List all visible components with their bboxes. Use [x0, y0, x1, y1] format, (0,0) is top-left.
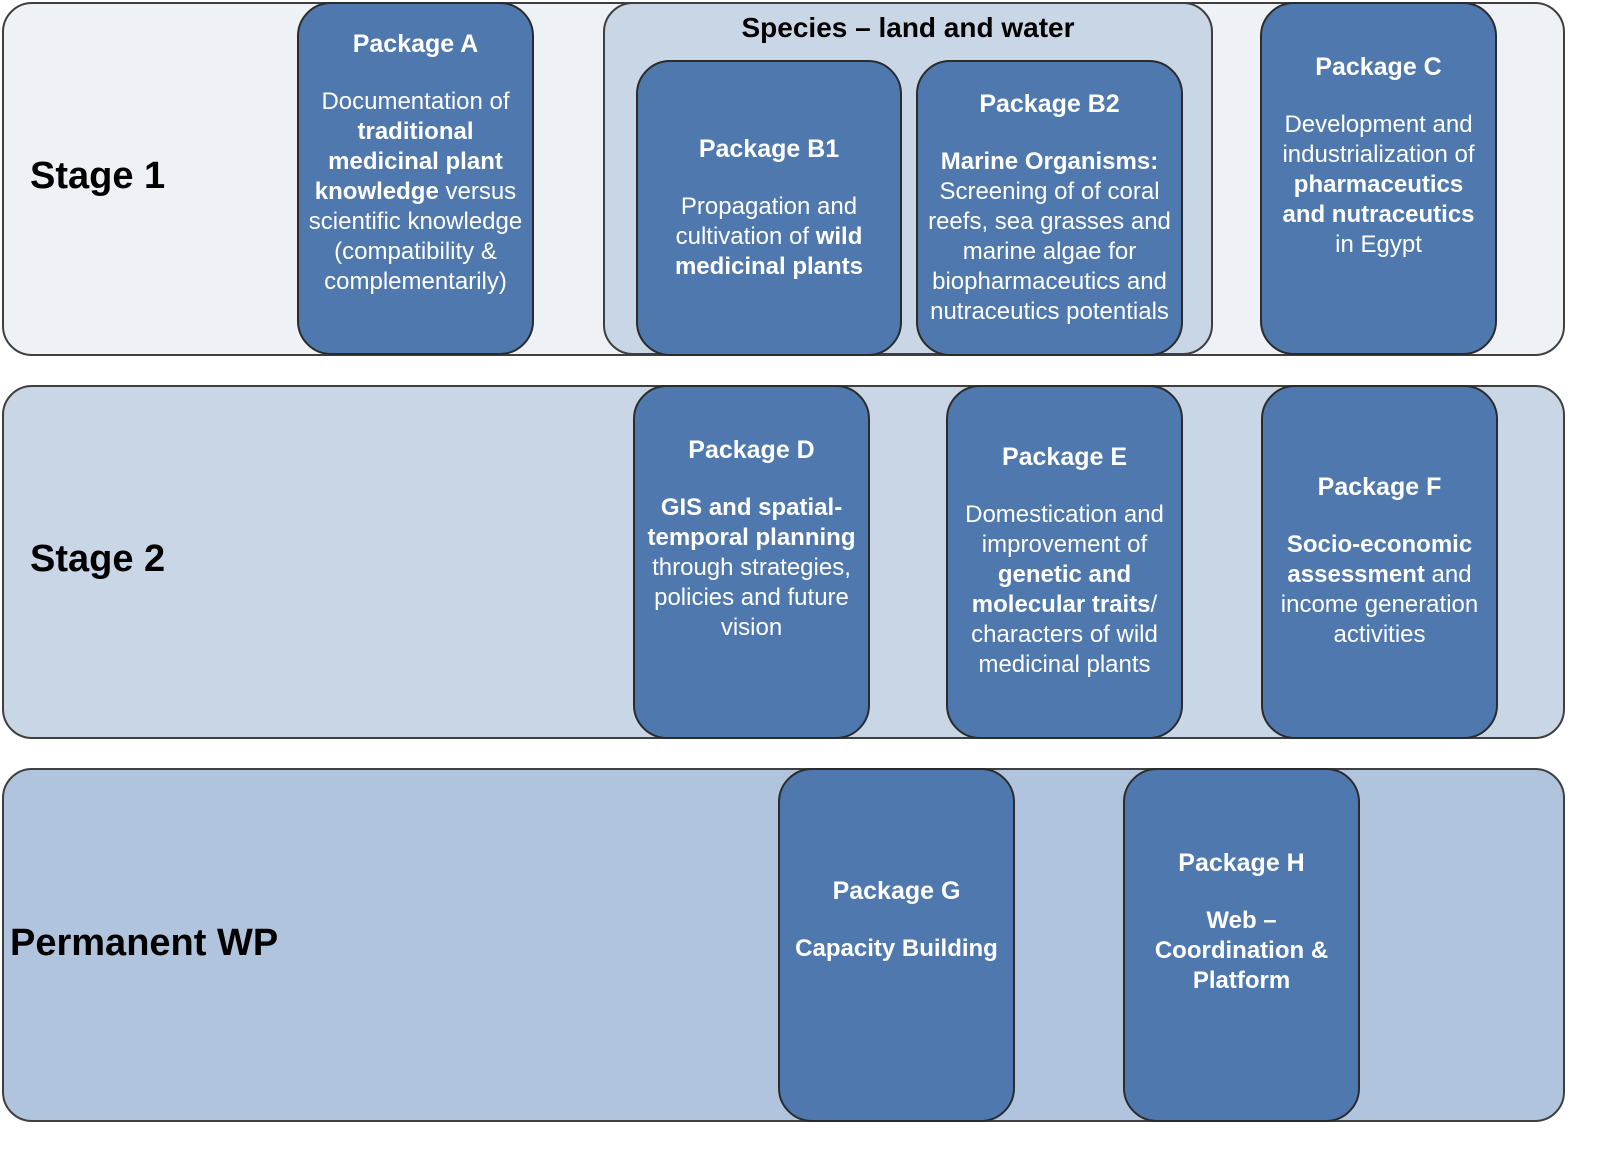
package-h-description: Web – Coordination & Platform — [1154, 907, 1329, 994]
package-g-description: Capacity Building — [795, 935, 998, 962]
package-d: Package D GIS and spatial-temporal plann… — [633, 385, 870, 739]
package-b2: Package B2 Marine Organisms: Screening o… — [916, 60, 1183, 356]
package-a: Package A Documentation of traditional m… — [297, 2, 534, 355]
package-f-title: Package F — [1317, 473, 1442, 501]
package-f-description: Socio-economic assessment and income gen… — [1280, 531, 1479, 648]
package-b2-description: Marine Organisms: Screening of of coral … — [928, 148, 1171, 325]
package-b1: Package B1 Propagation and cultivation o… — [636, 60, 902, 356]
package-h: Package H Web – Coordination & Platform — [1123, 768, 1360, 1122]
species-group-title: Species – land and water — [741, 12, 1075, 43]
package-d-description: GIS and spatial-temporal planning throug… — [647, 494, 856, 641]
package-g-title: Package G — [832, 877, 961, 905]
package-a-title: Package A — [352, 30, 479, 58]
package-h-title: Package H — [1178, 849, 1305, 877]
package-e: Package E Domestication and improvement … — [946, 385, 1183, 739]
package-g: Package G Capacity Building — [778, 768, 1015, 1122]
stage-1-label: Stage 1 — [30, 155, 166, 197]
package-b2-title: Package B2 — [979, 90, 1120, 118]
package-c-title: Package C — [1315, 53, 1442, 81]
package-e-description: Domestication and improvement of genetic… — [965, 501, 1164, 678]
package-c: Package C Development and industrializat… — [1260, 2, 1497, 355]
package-a-description: Documentation of traditional medicinal p… — [308, 88, 523, 295]
package-e-title: Package E — [1001, 443, 1128, 471]
package-b1-description: Propagation and cultivation of wild medi… — [674, 193, 864, 280]
permanent-wp-label: Permanent WP — [10, 922, 279, 964]
stage-2-label: Stage 2 — [30, 538, 166, 580]
package-d-title: Package D — [688, 436, 815, 464]
package-f: Package F Socio-economic assessment and … — [1261, 385, 1498, 739]
package-b1-title: Package B1 — [698, 135, 840, 163]
package-c-description: Development and industrialization of pha… — [1282, 111, 1475, 258]
